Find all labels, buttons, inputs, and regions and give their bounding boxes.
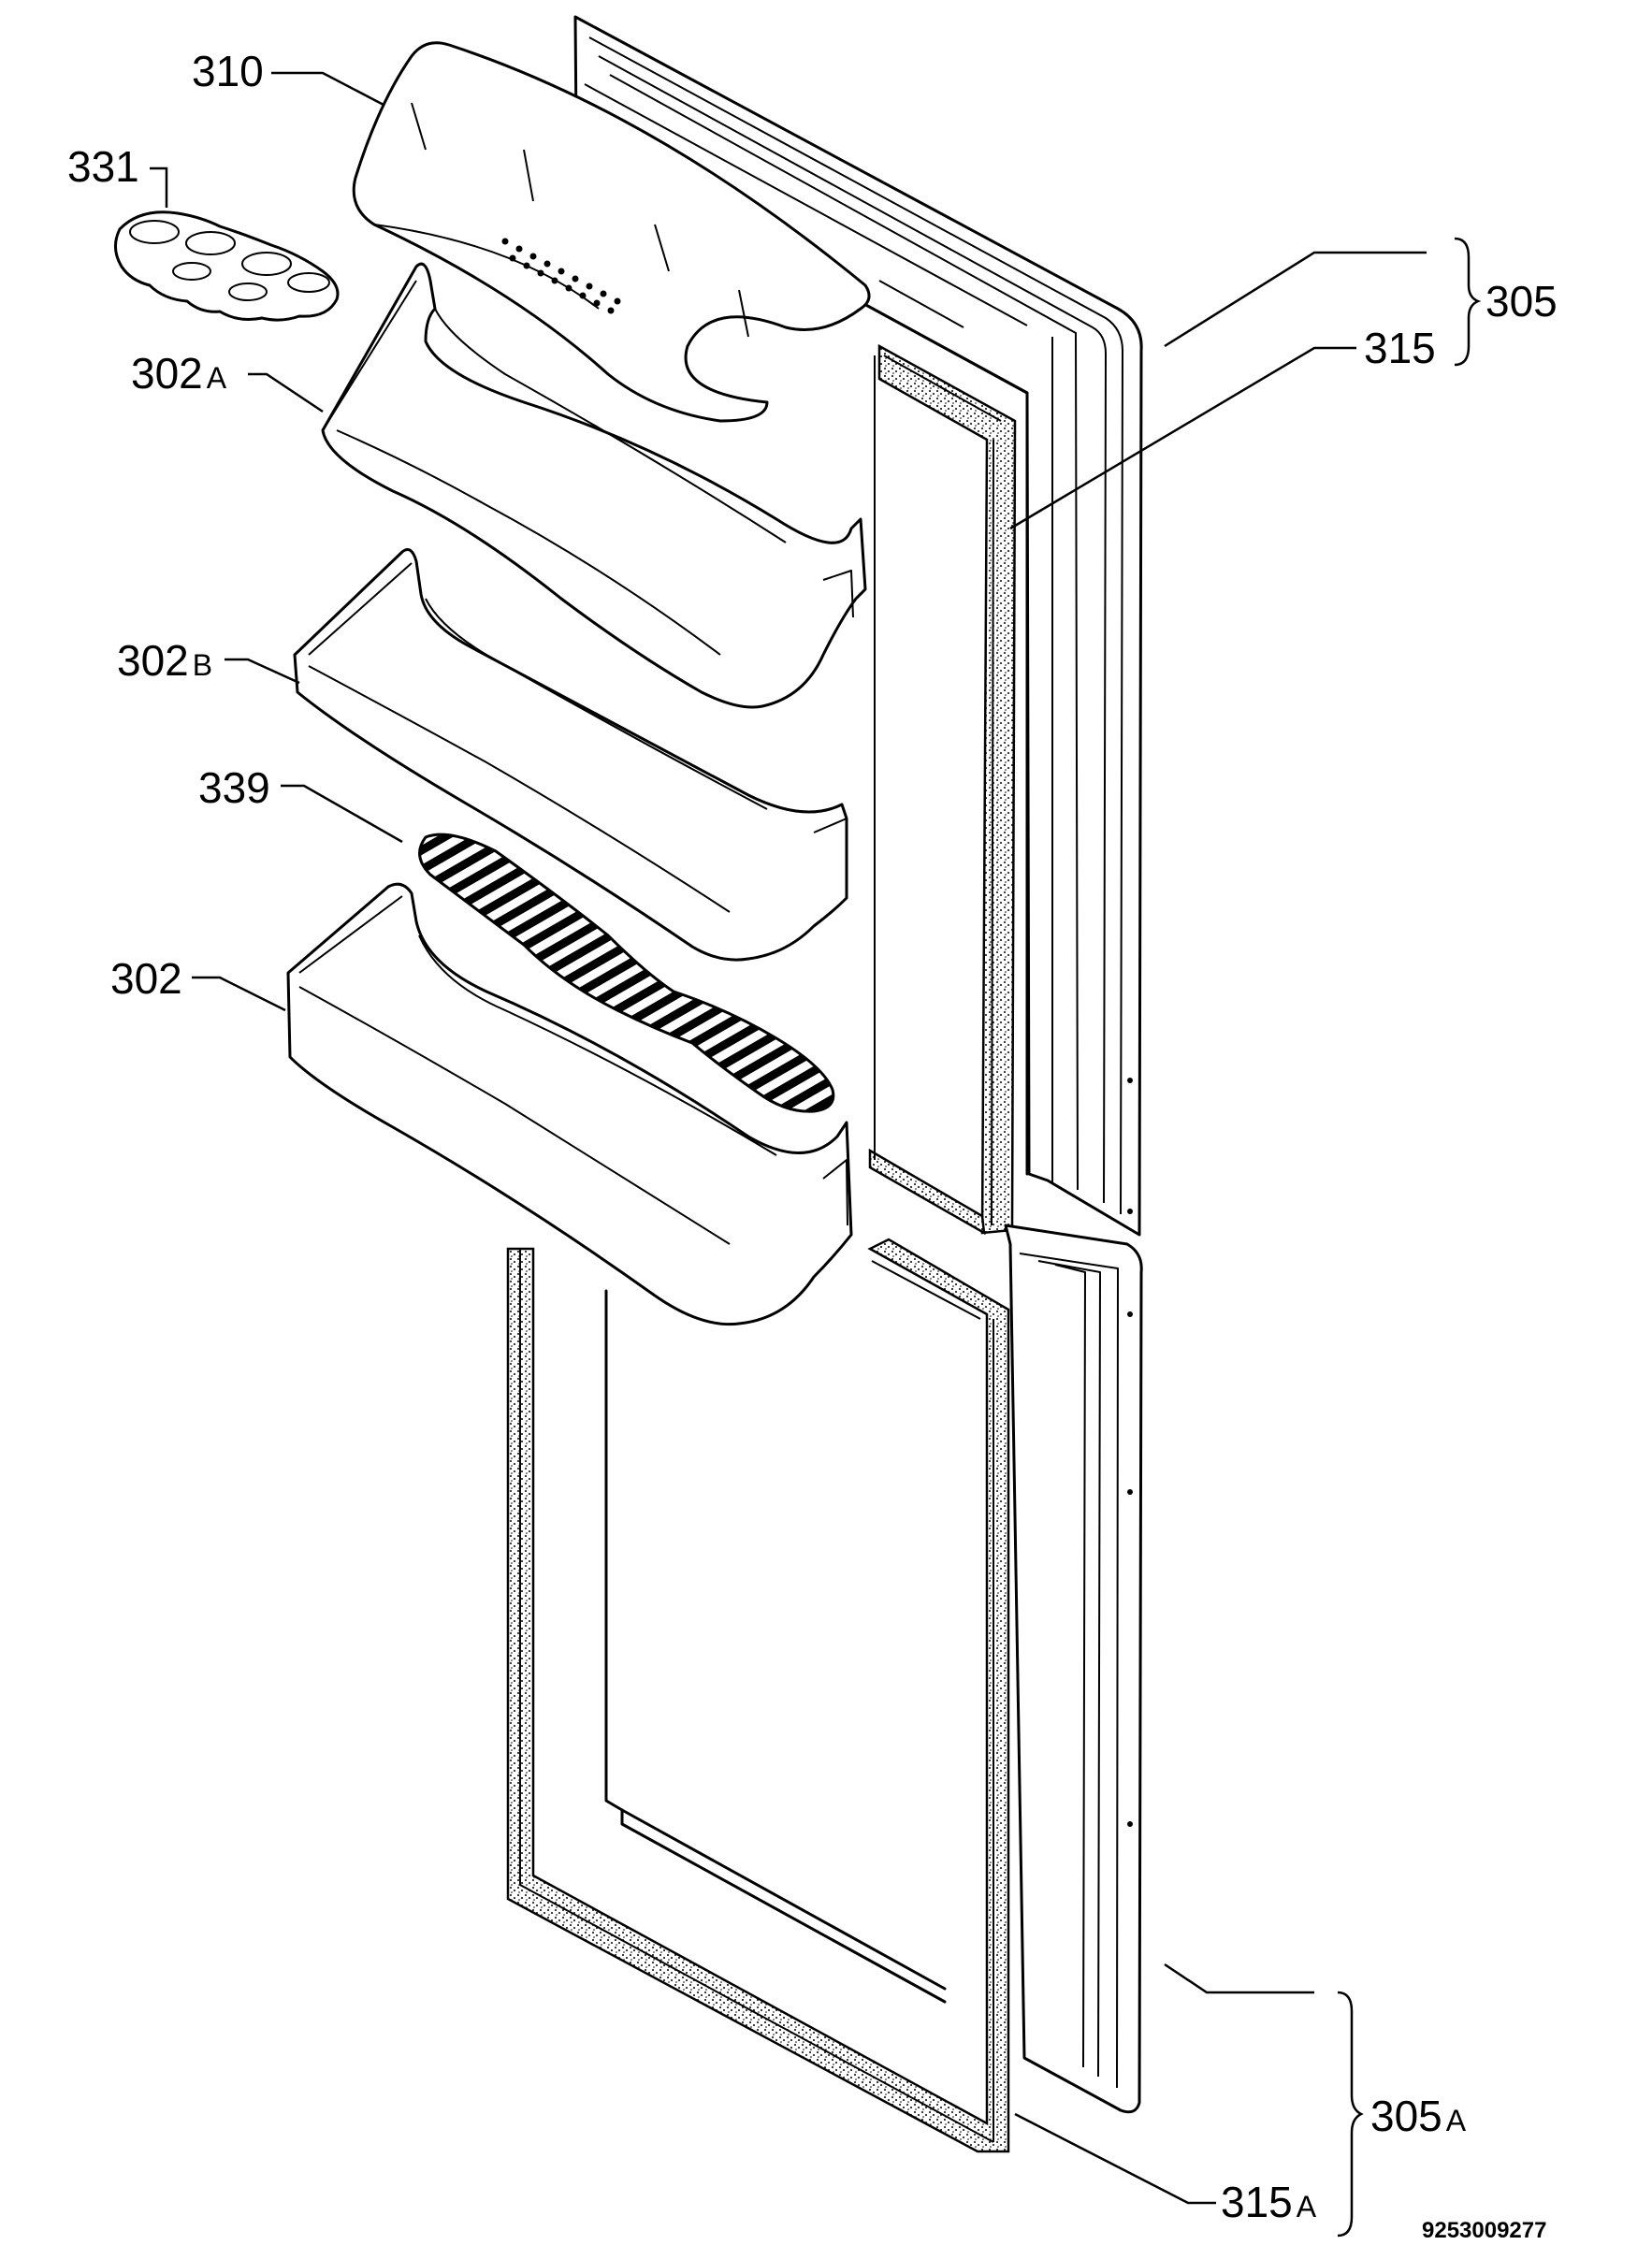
upper-door — [573, 15, 1143, 1237]
brace-305 — [1454, 237, 1482, 367]
label-331: 331 — [67, 142, 139, 191]
bottle-retainer-339 — [418, 833, 835, 1113]
leader-lines — [150, 71, 1427, 2205]
lower-door — [506, 1224, 1143, 2153]
document-number: 9253009277 — [1422, 2218, 1546, 2243]
label-305: 305 — [1485, 277, 1558, 326]
lid-310 — [352, 41, 871, 423]
label-339: 339 — [198, 763, 270, 812]
brace-305a — [1337, 1991, 1364, 2238]
door-shelf-302 — [286, 882, 853, 1326]
door-shelf-302a — [321, 262, 867, 709]
label-302: 302 — [110, 954, 182, 1003]
door-shelf-302b — [293, 548, 848, 962]
label-310: 310 — [192, 47, 264, 95]
label-315: 315 — [1364, 324, 1436, 372]
egg-tray-331 — [114, 210, 340, 322]
